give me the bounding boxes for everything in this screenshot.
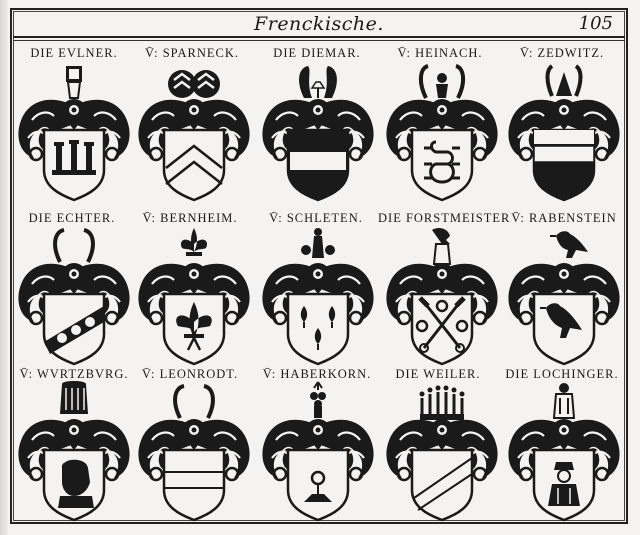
coat-of-arms-rabenstein xyxy=(502,222,626,372)
coat-of-arms-zedwitz xyxy=(502,58,626,208)
fess-icon xyxy=(137,384,251,522)
coat-of-arms-haberkorn xyxy=(256,378,380,528)
coat-of-arms-wurtzburg xyxy=(12,378,136,528)
arms-label: DIE DIEMAR. xyxy=(273,46,361,60)
fess-icon xyxy=(261,66,375,202)
coat-of-arms-leonrodt xyxy=(132,378,256,528)
arms-label: V̄: LEONRODT. xyxy=(141,367,239,381)
rose-mount-icon xyxy=(261,381,375,522)
coat-of-arms-bernheim xyxy=(132,222,256,372)
fess-icon xyxy=(507,64,621,202)
castle-icon xyxy=(17,66,131,202)
arms-label: DIE FORSTMEISTER xyxy=(378,211,511,225)
coat-of-arms-forstmeister xyxy=(380,222,504,372)
arms-label: V̄: SCHLETEN. xyxy=(269,211,363,225)
header-band: Frenckische. 105 xyxy=(13,11,625,38)
figure-icon xyxy=(507,383,621,522)
bend-rings-icon xyxy=(17,228,131,366)
coat-of-arms-schleten xyxy=(256,222,380,372)
arms-label: V̄: BERNHEIM. xyxy=(142,211,238,225)
arms-label: DIE EVLNER. xyxy=(30,46,118,60)
arms-label: V̄: SPARNECK. xyxy=(145,46,239,60)
outer-frame xyxy=(10,8,628,524)
header-rule xyxy=(13,40,625,41)
chevrons-icon xyxy=(137,70,251,202)
page-left-edge xyxy=(0,0,8,535)
coat-of-arms-sparneck xyxy=(132,58,256,208)
coat-of-arms-echter xyxy=(12,222,136,372)
arms-label: DIE ECHTER. xyxy=(28,211,116,225)
coat-of-arms-evlner xyxy=(12,58,136,208)
coat-of-arms-lochinger xyxy=(502,378,626,528)
fleur-de-lis-icon xyxy=(137,228,251,366)
arms-label: V̄: RABENSTEIN xyxy=(511,211,617,225)
moor-head-icon xyxy=(17,381,131,522)
arms-label: DIE LOCHINGER. xyxy=(505,367,619,381)
coat-of-arms-heinach xyxy=(380,58,504,208)
crossed-keys-roses-icon xyxy=(385,228,499,366)
knot-icon xyxy=(385,64,499,202)
arms-label: V̄: HABERKORN. xyxy=(262,367,372,381)
raven-icon xyxy=(507,231,621,366)
coat-of-arms-weiler xyxy=(380,378,504,528)
arms-label: V̄: ZEDWITZ. xyxy=(519,46,605,60)
arms-label: V̄: HEINACH. xyxy=(397,46,483,60)
arms-label: DIE WEILER. xyxy=(395,367,481,381)
page-number: 105 xyxy=(578,13,613,34)
page-title: Frenckische. xyxy=(254,13,384,35)
coat-of-arms-diemar xyxy=(256,58,380,208)
bend-icon xyxy=(385,385,499,522)
leaves-icon xyxy=(261,228,375,366)
arms-label: V̄: WVRTZBVRG. xyxy=(19,367,129,381)
